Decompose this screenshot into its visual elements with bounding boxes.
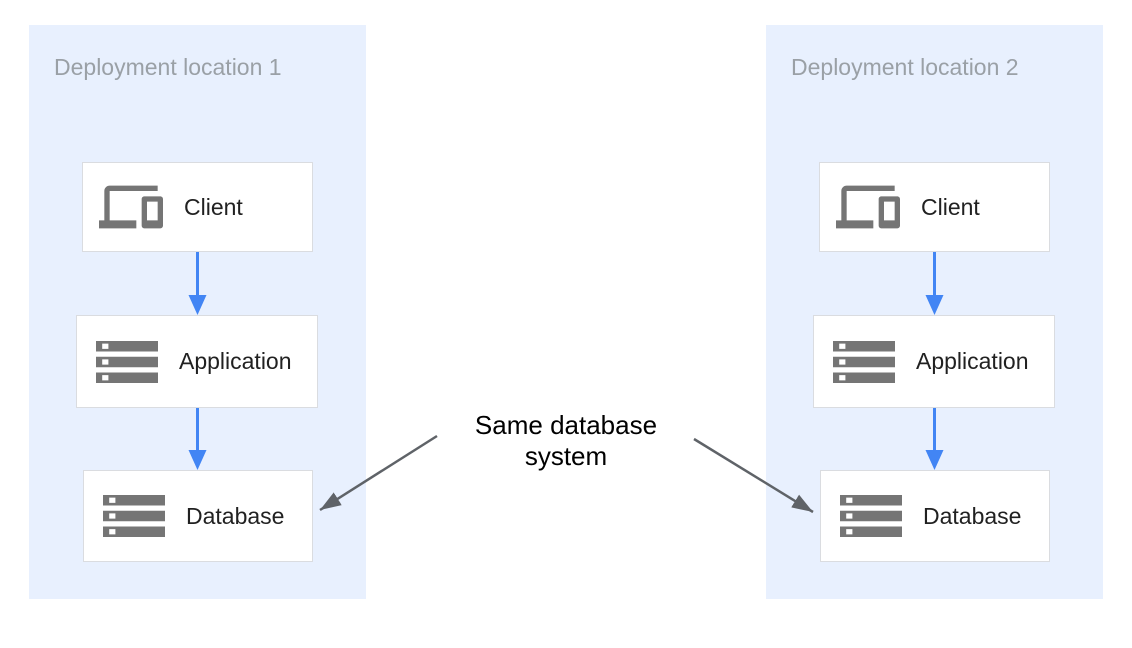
server-stack-icon xyxy=(96,340,158,383)
devices-icon xyxy=(99,185,163,229)
node-label: Database xyxy=(923,502,1022,529)
server-stack-icon xyxy=(840,495,902,537)
server-stack-icon xyxy=(103,495,165,537)
panel-title: Deployment location 2 xyxy=(791,54,1019,80)
application-to-database-arrow xyxy=(188,408,207,470)
application-node: Application xyxy=(813,315,1055,408)
node-label: Client xyxy=(184,193,243,220)
client-to-application-arrow xyxy=(188,252,207,315)
client-node: Client xyxy=(819,162,1050,252)
deployment-panel-2: Deployment location 2 Client Application xyxy=(766,25,1103,599)
client-to-application-arrow xyxy=(925,252,944,315)
deployment-panel-1: Deployment location 1 Client Application xyxy=(29,25,366,599)
node-label: Application xyxy=(916,348,1029,374)
node-label: Application xyxy=(179,348,292,374)
devices-icon xyxy=(836,185,900,229)
application-to-database-arrow xyxy=(925,408,944,470)
database-node: Database xyxy=(820,470,1050,562)
database-node: Database xyxy=(83,470,313,562)
node-label: Client xyxy=(921,193,980,220)
application-node: Application xyxy=(76,315,318,408)
node-label: Database xyxy=(186,502,285,529)
server-stack-icon xyxy=(833,340,895,383)
panel-title: Deployment location 1 xyxy=(54,54,282,80)
same-database-annotation: Same database system xyxy=(474,410,658,471)
client-node: Client xyxy=(82,162,313,252)
